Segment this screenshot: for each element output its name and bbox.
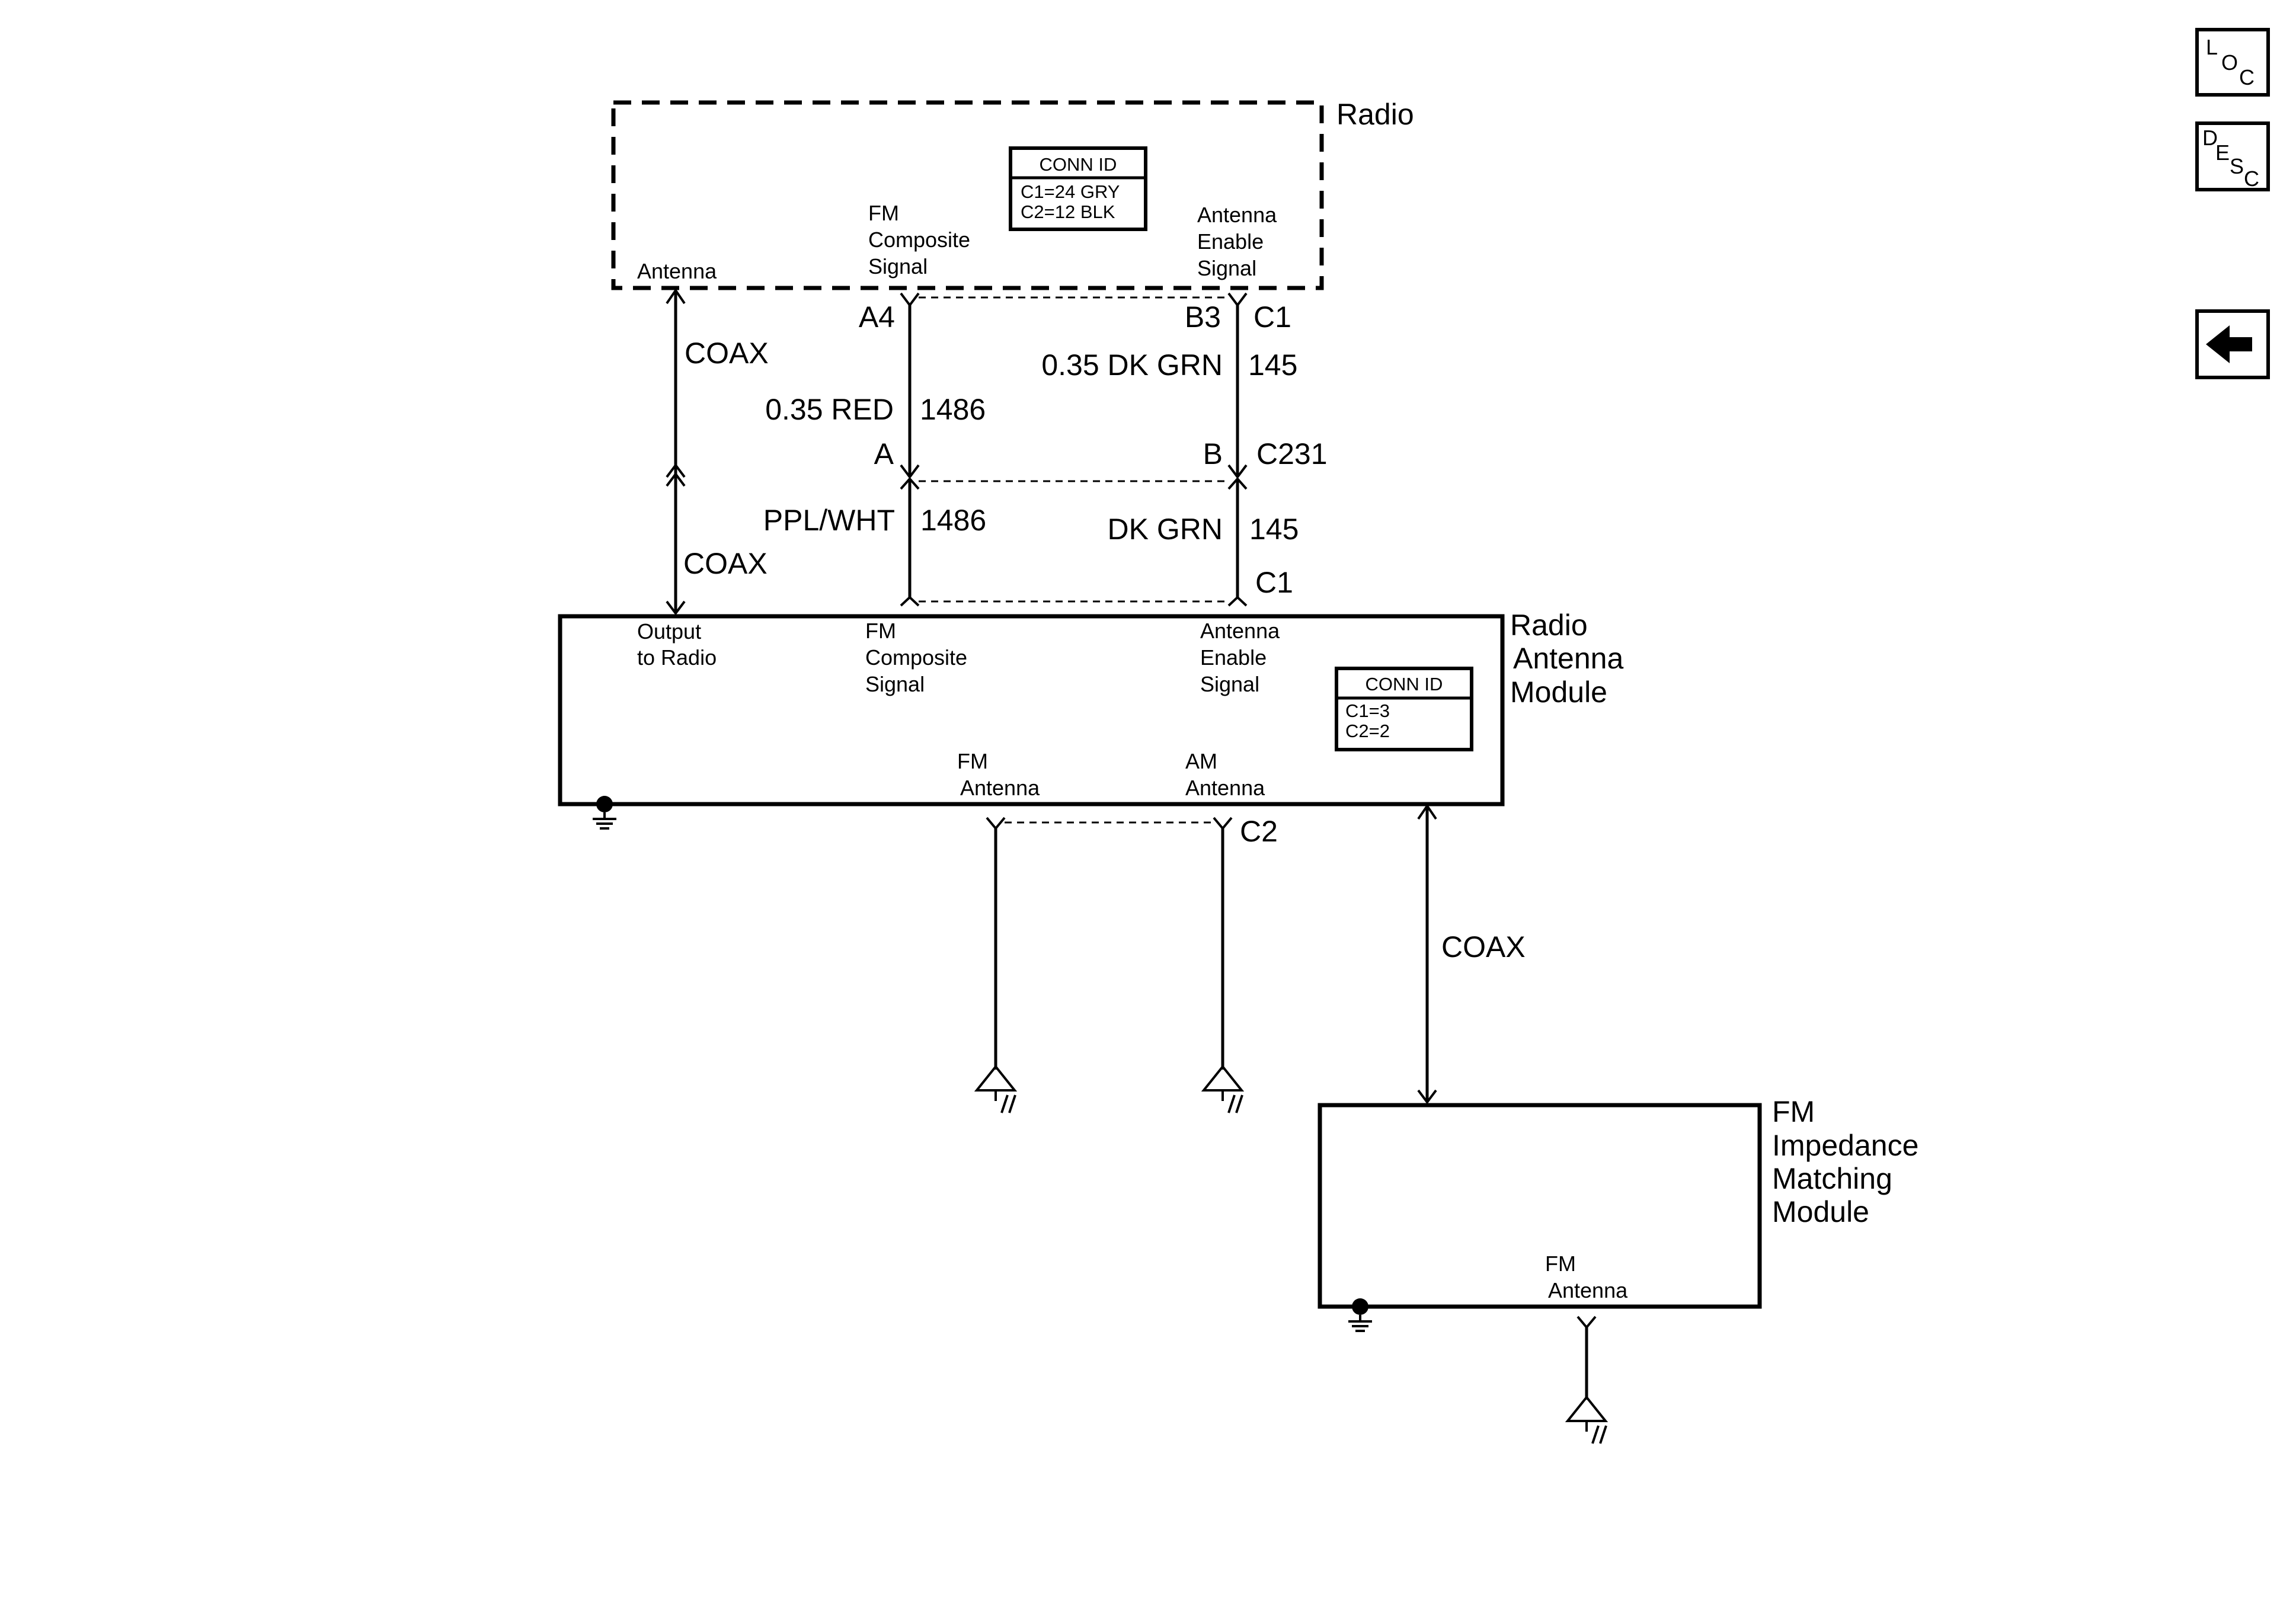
arrow-left-icon (2206, 325, 2252, 363)
antenna-module-title-line2: Antenna (1513, 642, 1623, 675)
output-to-radio-line2: to Radio (637, 645, 717, 670)
back-button[interactable] (2195, 309, 2270, 379)
desc-letter-c: C (2244, 167, 2259, 191)
fm-antenna-lead (974, 817, 1018, 1113)
fm-impedance-module: FM Impedance Matching Module FM Antenna (1318, 1095, 1918, 1332)
loc-letter-c: C (2239, 65, 2255, 89)
impedance-antenna-connector (1576, 1315, 1597, 1330)
radio-component: Radio Antenna FM Composite Signal Antenn… (611, 98, 1414, 290)
am-antenna-icon (1201, 1064, 1245, 1113)
radio-title: Radio (1336, 98, 1414, 131)
impedance-module-outline (1318, 1103, 1762, 1309)
module-fm-composite-line1: FM (865, 619, 896, 643)
module-conn-id-line2: C2=2 (1345, 721, 1390, 741)
fm-pin-radio-connector (900, 292, 920, 308)
radio-antenna-enable-line1: Antenna (1197, 203, 1277, 227)
inline-connector-c231: C231 (1256, 437, 1328, 470)
module-fm-antenna-line1: FM (957, 749, 988, 773)
module-conn-c2: C2 (1240, 815, 1278, 848)
radio-fm-composite-line2: Composite (868, 228, 970, 252)
impedance-antenna-icon (1565, 1395, 1609, 1444)
module-am-antenna-line2: Antenna (1185, 776, 1265, 800)
radio-conn-id-box: CONN ID C1=24 GRY C2=12 BLK (1009, 146, 1147, 231)
radio-antenna-enable-line3: Signal (1197, 256, 1256, 280)
radio-antenna-label: Antenna (637, 259, 717, 283)
loc-letter-o: O (2221, 50, 2238, 75)
desc-letter-e: E (2215, 140, 2230, 165)
coax-right-label: COAX (1441, 930, 1526, 964)
loc-letter-l: L (2206, 35, 2218, 59)
enable-pin-radio: B3 (1185, 300, 1221, 334)
impedance-antenna-lead (1565, 1315, 1609, 1444)
coax-connector-lower (666, 472, 686, 487)
fm-composite-wire: A4 0.35 RED 1486 A PPL/WHT 1486 (763, 292, 986, 607)
module-fm-composite-line3: Signal (865, 672, 925, 696)
coax-left: COAX COAX (666, 288, 769, 616)
desc-button[interactable]: D E S C (2195, 121, 2270, 191)
fm-module-connector (900, 596, 920, 607)
impedance-ground-icon (1348, 1298, 1372, 1332)
inline-pin-b: B (1203, 437, 1223, 470)
enable-wire-lower-circuit: 145 (1249, 513, 1299, 546)
coax-lower-label: COAX (683, 547, 768, 580)
am-antenna-lead (1201, 817, 1245, 1113)
module-conn-id-line1: C1=3 (1345, 700, 1390, 721)
antenna-enable-wire: B3 C1 0.35 DK GRN 145 B C231 DK GRN 145 … (1041, 292, 1328, 607)
module-conn-id-header: CONN ID (1366, 674, 1443, 694)
impedance-module-title-line2: Impedance (1772, 1129, 1918, 1162)
module-ground-icon (593, 796, 616, 830)
module-antenna-enable-line1: Antenna (1200, 619, 1280, 643)
radio-fm-composite-line1: FM (868, 201, 899, 225)
impedance-module-title-line4: Module (1772, 1195, 1869, 1228)
coax-connector-upper (666, 463, 686, 478)
impedance-module-title-line1: FM (1772, 1095, 1815, 1128)
radio-antenna-enable-line2: Enable (1197, 229, 1264, 254)
antenna-module-title-line3: Module (1510, 676, 1607, 709)
impedance-fm-antenna-line1: FM (1545, 1251, 1576, 1276)
module-conn-id-box: CONN ID C1=3 C2=2 (1335, 667, 1473, 751)
enable-conn-radio: C1 (1253, 300, 1291, 334)
module-fm-composite-line2: Composite (865, 645, 967, 670)
coax-upper-label: COAX (685, 337, 769, 370)
radio-fm-composite-line3: Signal (868, 254, 928, 279)
coax-arrow-top (666, 288, 686, 305)
radio-outline (611, 100, 1324, 290)
enable-wire-upper-color: 0.35 DK GRN (1041, 348, 1223, 382)
module-am-antenna-line1: AM (1185, 749, 1217, 773)
fm-wire-lower-color: PPL/WHT (763, 504, 895, 537)
fm-wire-lower-circuit: 1486 (920, 504, 986, 537)
enable-module-connector (1227, 596, 1248, 607)
antenna-module-outline (558, 614, 1505, 806)
enable-pin-radio-connector (1227, 292, 1248, 308)
fm-inline-connector (900, 476, 920, 490)
module-antenna-enable-line3: Signal (1200, 672, 1259, 696)
enable-inline-connector (1227, 476, 1248, 490)
radio-conn-id-line1: C1=24 GRY (1021, 181, 1120, 202)
fm-wire-upper-color: 0.35 RED (765, 393, 894, 426)
output-to-radio-line1: Output (637, 619, 701, 644)
fm-pin-radio: A4 (859, 300, 895, 334)
desc-letter-d: D (2202, 126, 2218, 150)
radio-antenna-module: Radio Antenna Module Output to Radio FM … (558, 609, 1623, 830)
impedance-fm-antenna-line2: Antenna (1548, 1278, 1628, 1302)
module-fm-antenna-line2: Antenna (960, 776, 1040, 800)
fm-wire-upper-circuit: 1486 (920, 393, 986, 426)
enable-wire-lower-color: DK GRN (1108, 513, 1223, 546)
radio-conn-id-header: CONN ID (1040, 154, 1117, 175)
loc-button[interactable]: L O C (2195, 28, 2270, 97)
module-conn-c1: C1 (1255, 566, 1293, 599)
coax-right-arrow-top (1417, 804, 1437, 820)
coax-right-arrow-bottom (1417, 1089, 1437, 1105)
coax-right: COAX (1417, 804, 1526, 1105)
fm-antenna-icon (974, 1064, 1018, 1113)
antenna-module-title-line1: Radio (1510, 609, 1588, 642)
impedance-module-title-line3: Matching (1772, 1162, 1892, 1195)
inline-pin-a: A (874, 437, 894, 470)
desc-letter-s: S (2230, 154, 2244, 178)
module-antenna-enable-line2: Enable (1200, 645, 1267, 670)
coax-arrow-bottom (666, 600, 686, 616)
radio-conn-id-line2: C2=12 BLK (1021, 201, 1115, 222)
enable-wire-upper-circuit: 145 (1248, 348, 1297, 382)
